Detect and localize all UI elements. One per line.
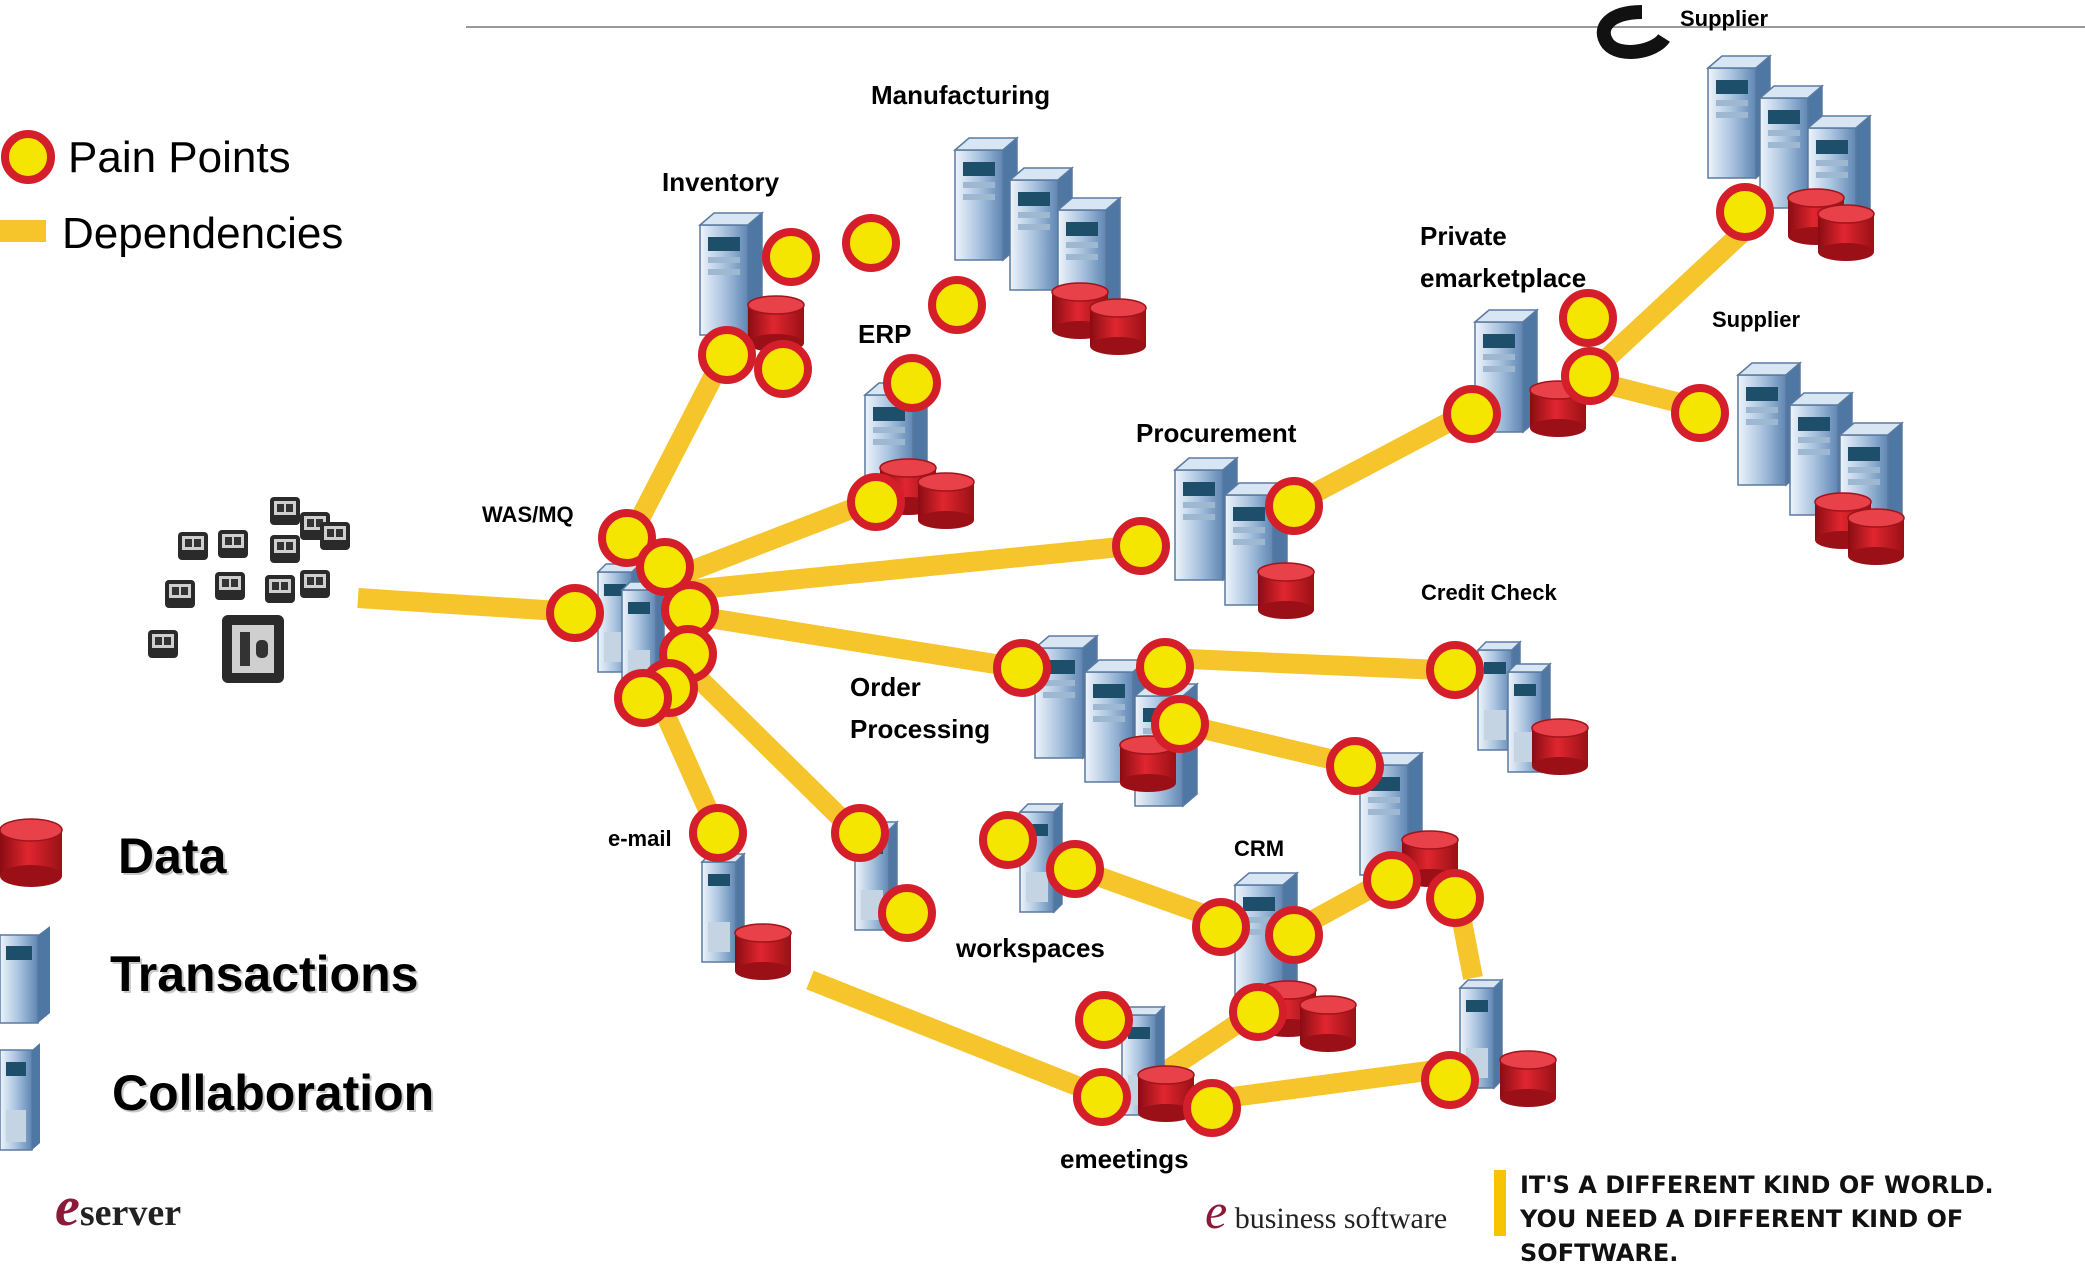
manufacturing-label: Manufacturing [871, 80, 1051, 110]
manufacturing-server-icon [954, 137, 1018, 261]
pain-point-legend-icon [1, 130, 55, 184]
database-icon [1499, 1050, 1557, 1108]
private-label-line1: Private [1420, 221, 1507, 251]
tagline-line1: IT'S A DIFFERENT KIND OF WORLD. [1520, 1171, 1994, 1199]
order-processing-label: Order Processing [850, 666, 990, 750]
eserver-logo: eserver [55, 1175, 181, 1239]
pda-icon [178, 532, 208, 560]
legend-transactions-label: Transactions [110, 946, 419, 1002]
transaction-legend-icon [0, 926, 50, 1024]
inventory-label: Inventory [662, 167, 780, 197]
order-label-line2: Processing [850, 714, 991, 744]
legend-dependencies-label: Dependencies [62, 209, 344, 258]
credit-check-label: Credit Check [1421, 580, 1557, 605]
supplier-top-label: Supplier [1680, 6, 1769, 31]
network-diagram [0, 5, 2085, 1151]
emeetings-label: emeetings [1060, 1144, 1189, 1174]
crm-label: CRM [1234, 836, 1285, 861]
eserver-logo-e: e [55, 1176, 80, 1238]
database-icon [1531, 718, 1589, 776]
tagline: IT'S A DIFFERENT KIND OF WORLD. YOU NEED… [1520, 1168, 2085, 1270]
database-icon [1299, 995, 1357, 1053]
dependency-legend-icon [0, 220, 46, 242]
procurement-label: Procurement [1136, 418, 1297, 448]
pda-icon [265, 575, 295, 603]
ebs-logo-e: e [1205, 1183, 1228, 1239]
eserver-logo-text: server [79, 1192, 182, 1234]
database-icon [917, 472, 975, 530]
tagline-line2: YOU NEED A DIFFERENT KIND OF SOFTWARE. [1520, 1205, 1964, 1267]
order-label-line1: Order [850, 672, 921, 702]
pda-icon [300, 570, 330, 598]
pda-icon [270, 497, 300, 525]
ebusiness-software-logo: e business software [1205, 1182, 1447, 1240]
erp-label: ERP [858, 319, 912, 349]
tagline-accent-bar [1494, 1170, 1506, 1236]
database-icon [734, 923, 792, 981]
pda-icon [165, 580, 195, 608]
client-devices [148, 497, 350, 683]
pda-icon [270, 535, 300, 563]
wasmq-label: WAS/MQ [482, 502, 574, 527]
workspaces-label: workspaces [956, 933, 1105, 963]
pain-points [546, 183, 1774, 1137]
database-icon [1817, 204, 1875, 262]
pda-icon [218, 530, 248, 558]
supplier-mid-label: Supplier [1712, 307, 1801, 332]
pda-icon [215, 572, 245, 600]
dependency-lines [357, 222, 1752, 1110]
collaboration-legend-icon [0, 1043, 40, 1151]
database-icon [1847, 508, 1905, 566]
database-icon [1089, 298, 1147, 356]
legend-collaboration-label: Collaboration [112, 1065, 435, 1121]
private-emarketplace-label: Private emarketplace [1420, 215, 1586, 299]
private-label-line2: emarketplace [1420, 263, 1587, 293]
pda-large-icon [222, 615, 284, 683]
ebs-logo-text: business software [1234, 1202, 1448, 1235]
pda-icon [320, 522, 350, 550]
data-legend-icon [0, 818, 63, 887]
pda-icon [148, 630, 178, 658]
database-icon [1257, 562, 1315, 620]
legend-pain-points-label: Pain Points [68, 133, 291, 182]
title-fragment [1596, 5, 1670, 59]
legend-symbols [0, 130, 63, 1151]
email-label: e-mail [608, 826, 672, 851]
legend-data-label: Data [118, 828, 227, 884]
